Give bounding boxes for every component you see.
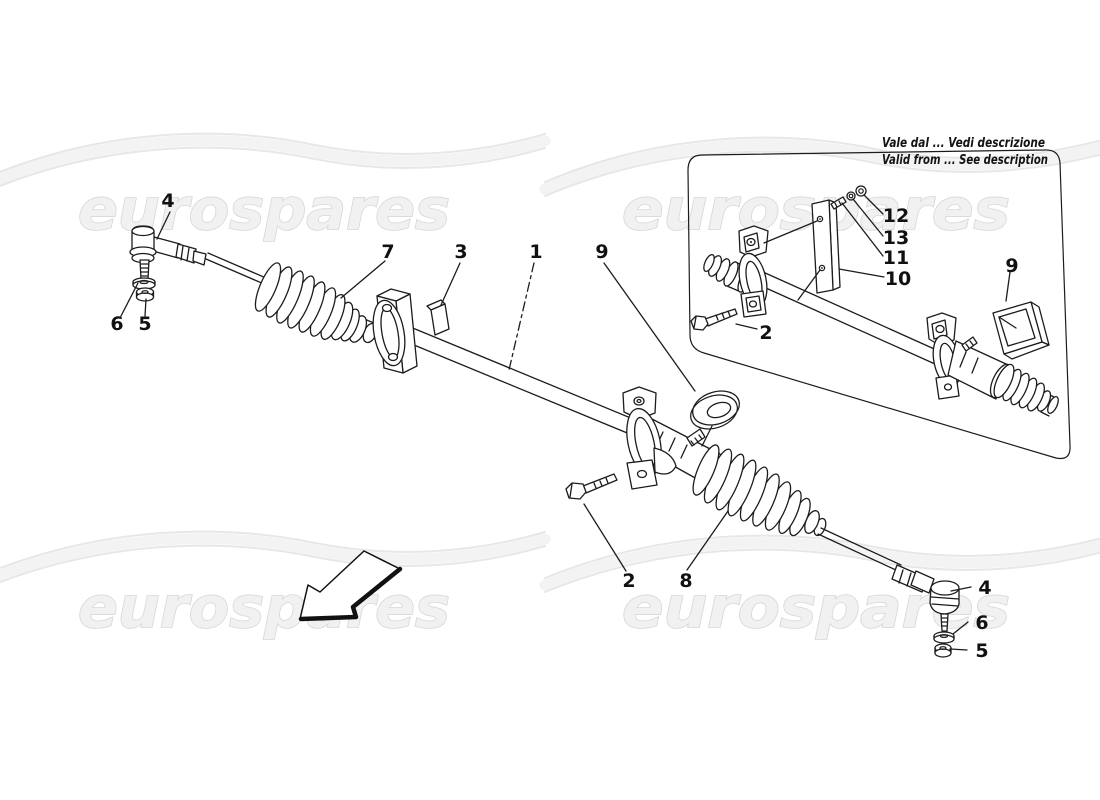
inset-nut-12 <box>855 185 867 197</box>
tie-rod-end-right <box>910 570 960 632</box>
callout-seal-ring: 9 <box>595 241 608 263</box>
swoosh-top-left <box>0 132 551 188</box>
callout-inset-bolt: 2 <box>759 322 772 344</box>
rack-tube <box>396 323 656 443</box>
swoosh-top-right <box>539 136 1100 197</box>
inset-right-bracket <box>926 312 962 400</box>
bolt-2-main <box>565 473 618 500</box>
seal-ring-9 <box>690 390 741 447</box>
inset-left-bracket <box>738 225 769 318</box>
washer-6-right <box>933 631 955 644</box>
callout-bolt-main: 2 <box>622 570 635 592</box>
callout-boot-right: 8 <box>679 570 692 592</box>
swoosh-bottom-right <box>539 534 1100 593</box>
validity-note-line2: Valid from ... See description <box>882 152 1048 168</box>
callout-nut-left: 5 <box>138 313 151 335</box>
callout-inset-washer: 13 <box>883 227 909 249</box>
inset-stud-11 <box>830 196 847 210</box>
swoosh-bottom-left <box>0 530 551 584</box>
tie-rod-shaft-left <box>205 252 267 285</box>
inset-plate-10 <box>763 199 841 301</box>
callout-nut-right: 5 <box>975 640 988 662</box>
callout-pad: 3 <box>454 241 467 263</box>
validity-note-line1: Vale dal ... Vedi descrizione <box>882 135 1045 151</box>
callout-inset-nut: 12 <box>883 205 909 227</box>
nut-5-left <box>135 287 155 302</box>
callout-inset-pad: 9 <box>1005 255 1018 277</box>
callout-rack-tube: 1 <box>529 241 542 263</box>
callout-washer-right: 6 <box>975 612 988 634</box>
inset-tube <box>756 271 942 365</box>
inset-washer-13 <box>846 191 856 201</box>
mount-bracket-left <box>372 288 418 374</box>
callout-inset-plate: 10 <box>885 268 911 290</box>
callout-leaders <box>120 194 1011 651</box>
watermark-text-bottom-left: eurospares <box>78 575 450 641</box>
nut-5-right <box>934 643 952 658</box>
inset-variant-box <box>687 149 1071 460</box>
inset-pad-9 <box>992 301 1050 360</box>
callout-tie-rod-end-left: 4 <box>161 190 174 212</box>
validity-note: Vale dal ... Vedi descrizione Valid from… <box>882 135 1048 168</box>
center-bracket <box>622 386 677 490</box>
pad-3 <box>426 299 450 336</box>
boot-8 <box>692 444 827 537</box>
callout-labels: 4 6 5 7 3 1 9 2 8 4 6 5 12 13 11 10 9 2 <box>110 190 1018 662</box>
inset-pinion-housing <box>947 336 1059 417</box>
callout-tie-rod-end-right: 4 <box>978 577 991 599</box>
inset-bolt-2 <box>690 308 738 331</box>
direction-arrow <box>298 550 403 622</box>
center-stud <box>686 428 706 447</box>
callout-inset-stud: 11 <box>883 247 909 269</box>
tie-rod-end-left <box>129 225 207 280</box>
callout-washer-left: 6 <box>110 313 123 335</box>
callout-boot-left: 7 <box>381 241 394 263</box>
